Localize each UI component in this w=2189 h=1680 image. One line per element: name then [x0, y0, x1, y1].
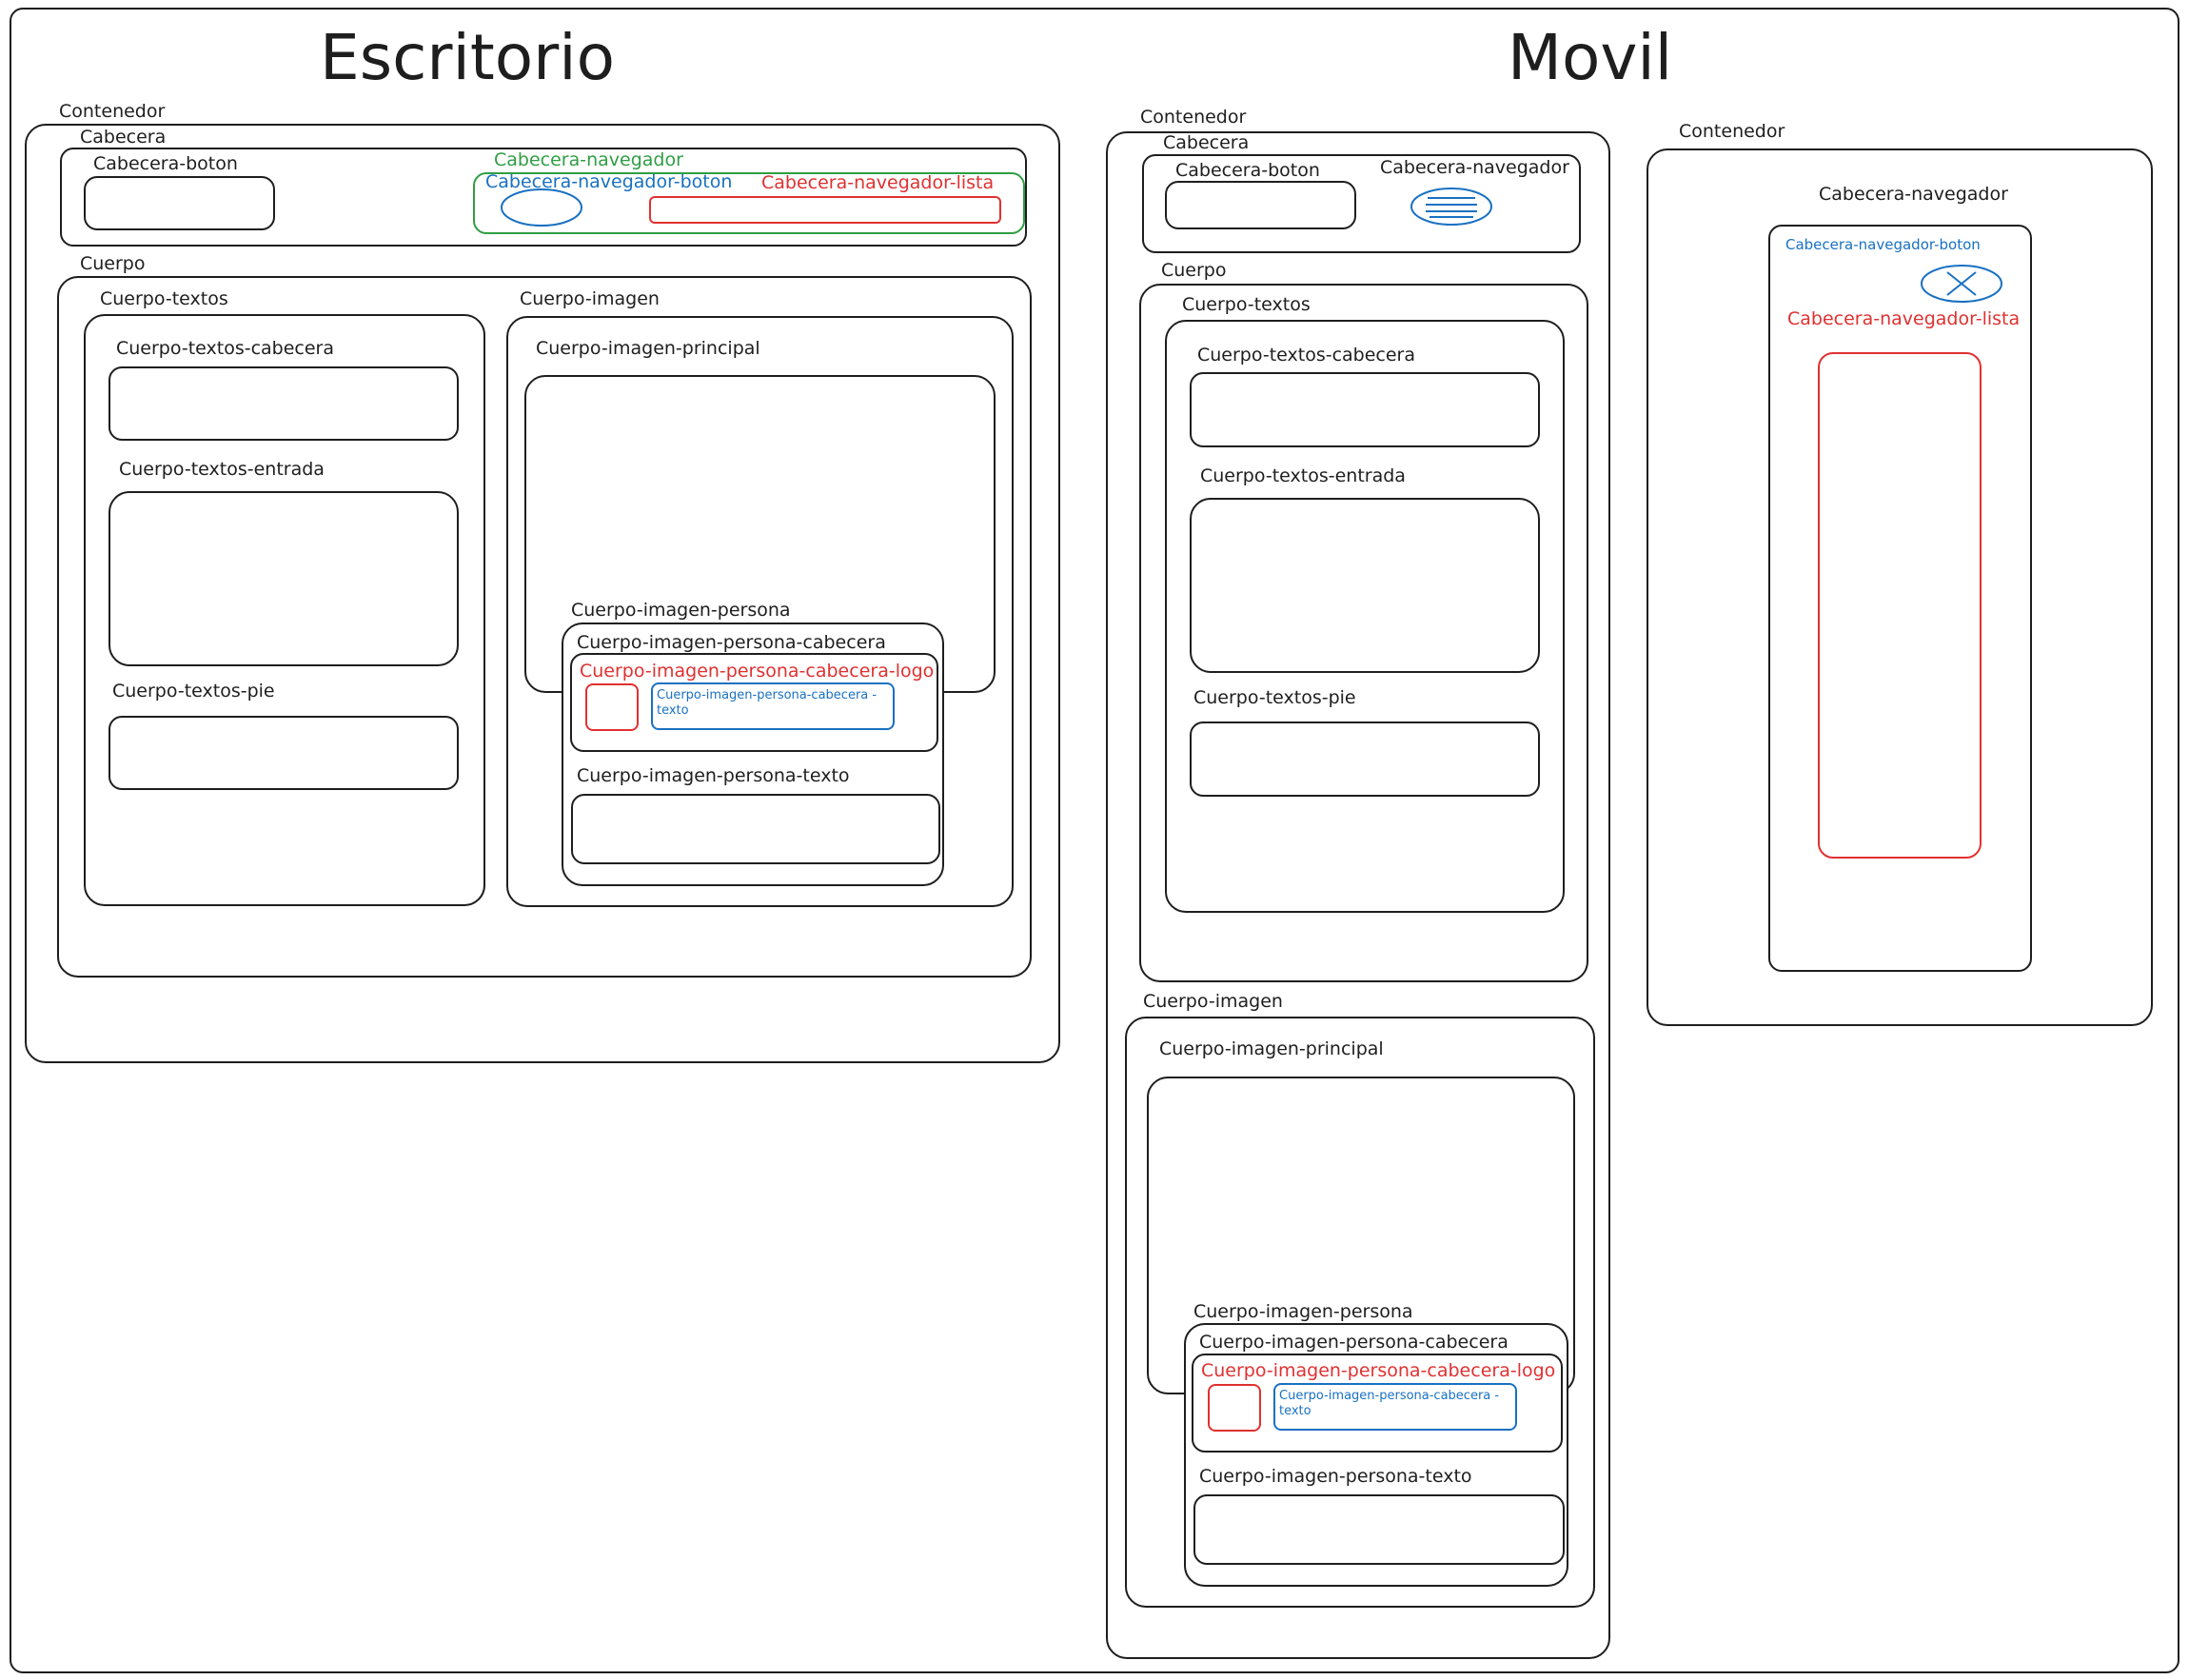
desktop-cuerpo-imagen-persona-cabecera-logo: [585, 683, 639, 731]
mobile-cuerpo-textos-pie: [1190, 721, 1540, 797]
menu-contenedor: [1647, 148, 2153, 1026]
desktop-cabecera-boton-label: Cabecera-boton: [93, 153, 238, 174]
desktop-cuerpo-textos-pie: [108, 716, 459, 790]
desktop-cuerpo-imagen-persona-cabecera-texto-label: Cuerpo-imagen-persona-cabecera -texto: [657, 688, 878, 718]
desktop-cuerpo-textos-cabecera-label: Cuerpo-textos-cabecera: [116, 338, 335, 359]
mobile-cuerpo-imagen-persona-cabecera-texto: [1273, 1383, 1517, 1431]
mobile-cuerpo-imagen-label: Cuerpo-imagen: [1143, 991, 1283, 1012]
mobile-cuerpo-textos-cabecera: [1190, 372, 1540, 447]
desktop-cabecera-navegador-lista-label: Cabecera-navegador-lista: [761, 172, 995, 193]
mobile-cuerpo-imagen-persona-cabecera-label: Cuerpo-imagen-persona-cabecera: [1199, 1332, 1509, 1353]
desktop-contenedor-label: Contenedor: [59, 101, 166, 122]
mobile-cuerpo-textos-entrada: [1190, 498, 1540, 673]
mobile-cuerpo-imagen-persona-cabecera: [1192, 1354, 1563, 1453]
mobile-cuerpo-textos-entrada-label: Cuerpo-textos-entrada: [1200, 465, 1406, 486]
mobile-cabecera-boton-label: Cabecera-boton: [1175, 160, 1320, 181]
desktop-cabecera-boton: [84, 176, 275, 230]
desktop-cuerpo-label: Cuerpo: [80, 253, 146, 274]
desktop-cuerpo-textos-entrada-label: Cuerpo-textos-entrada: [119, 459, 325, 480]
menu-cabecera-navegador-boton-label: Cabecera-navegador-boton: [1785, 236, 1981, 253]
mobile-cuerpo-imagen-persona: [1184, 1323, 1568, 1587]
mobile-cabecera-navegador-label: Cabecera-navegador: [1380, 157, 1569, 178]
desktop-title: Escritorio: [320, 21, 615, 94]
menu-cabecera-navegador-lista-label: Cabecera-navegador-lista: [1787, 308, 2021, 329]
hamburger-icon[interactable]: [1409, 186, 1494, 227]
desktop-cabecera-navegador: [473, 172, 1025, 234]
desktop-cuerpo-imagen-persona-cabecera-logo-label: Cuerpo-imagen-persona-cabecera-logo: [580, 661, 935, 682]
desktop-cuerpo-imagen-principal-label: Cuerpo-imagen-principal: [536, 338, 760, 359]
mobile-cuerpo-imagen-persona-texto-label: Cuerpo-imagen-persona-texto: [1199, 1466, 1472, 1487]
desktop-cuerpo-imagen-label: Cuerpo-imagen: [520, 288, 660, 309]
desktop-cuerpo-textos-pie-label: Cuerpo-textos-pie: [112, 681, 275, 702]
mobile-contenedor-label: Contenedor: [1140, 107, 1247, 128]
mobile-cuerpo: [1139, 284, 1588, 982]
menu-contenedor-label: Contenedor: [1679, 121, 1785, 142]
mobile-cuerpo-textos-cabecera-label: Cuerpo-textos-cabecera: [1197, 345, 1416, 366]
mobile-cabecera-boton: [1165, 181, 1356, 229]
desktop-cuerpo-imagen-persona-texto-label: Cuerpo-imagen-persona-texto: [577, 765, 850, 786]
desktop-cabecera-label: Cabecera: [80, 127, 167, 148]
menu-cabecera-navegador: [1768, 225, 2032, 972]
mobile-cuerpo-imagen-persona-cabecera-logo: [1208, 1384, 1261, 1432]
desktop-cuerpo-textos-label: Cuerpo-textos: [100, 288, 228, 309]
mobile-cuerpo-imagen-persona-texto: [1193, 1494, 1565, 1565]
menu-cabecera-navegador-label: Cabecera-navegador: [1819, 184, 2008, 205]
desktop-cuerpo-imagen-persona-texto: [571, 794, 940, 864]
mobile-cuerpo-label: Cuerpo: [1161, 260, 1227, 281]
mobile-cuerpo-imagen-principal-label: Cuerpo-imagen-principal: [1159, 1038, 1384, 1059]
mobile-cuerpo-imagen-persona-cabecera-texto-label: Cuerpo-imagen-persona-cabecera -texto: [1279, 1389, 1500, 1418]
desktop-cuerpo-imagen-persona: [562, 623, 944, 886]
mobile-title: Movil: [1508, 21, 1673, 94]
mobile-cabecera: [1142, 154, 1581, 253]
desktop-cuerpo-imagen-persona-cabecera: [570, 653, 938, 752]
desktop-cuerpo-imagen-persona-label: Cuerpo-imagen-persona: [571, 600, 791, 621]
desktop-cuerpo-imagen-persona-cabecera-label: Cuerpo-imagen-persona-cabecera: [577, 632, 886, 653]
desktop-cabecera-navegador-lista: [649, 196, 1001, 224]
desktop-cuerpo-imagen: [506, 316, 1014, 907]
mobile-cuerpo-textos: [1165, 320, 1565, 913]
desktop-nav-button-ellipse-icon: [501, 188, 582, 227]
desktop-cabecera: [60, 148, 1027, 247]
desktop-cuerpo-textos-cabecera: [108, 366, 459, 441]
mobile-cuerpo-textos-pie-label: Cuerpo-textos-pie: [1193, 687, 1356, 708]
mobile-cuerpo-imagen-persona-cabecera-logo-label: Cuerpo-imagen-persona-cabecera-logo: [1201, 1360, 1556, 1381]
desktop-cabecera-navegador-boton-label: Cabecera-navegador-boton: [485, 171, 733, 192]
mobile-contenedor: [1106, 131, 1610, 1659]
desktop-cabecera-navegador-label: Cabecera-navegador: [494, 149, 683, 170]
mobile-cuerpo-imagen-persona-label: Cuerpo-imagen-persona: [1193, 1301, 1413, 1322]
close-icon[interactable]: [1919, 263, 2004, 305]
menu-cabecera-navegador-lista: [1818, 352, 1982, 859]
mobile-cuerpo-textos-label: Cuerpo-textos: [1182, 294, 1311, 315]
desktop-cuerpo-textos: [84, 314, 485, 906]
desktop-cuerpo: [57, 276, 1032, 978]
mobile-cuerpo-imagen: [1125, 1017, 1595, 1608]
desktop-contenedor: [25, 124, 1060, 1063]
desktop-cuerpo-imagen-persona-cabecera-texto: [651, 682, 895, 730]
canvas-frame: [10, 8, 2179, 1673]
mobile-cabecera-label: Cabecera: [1163, 132, 1250, 153]
desktop-cuerpo-textos-entrada: [108, 491, 459, 666]
